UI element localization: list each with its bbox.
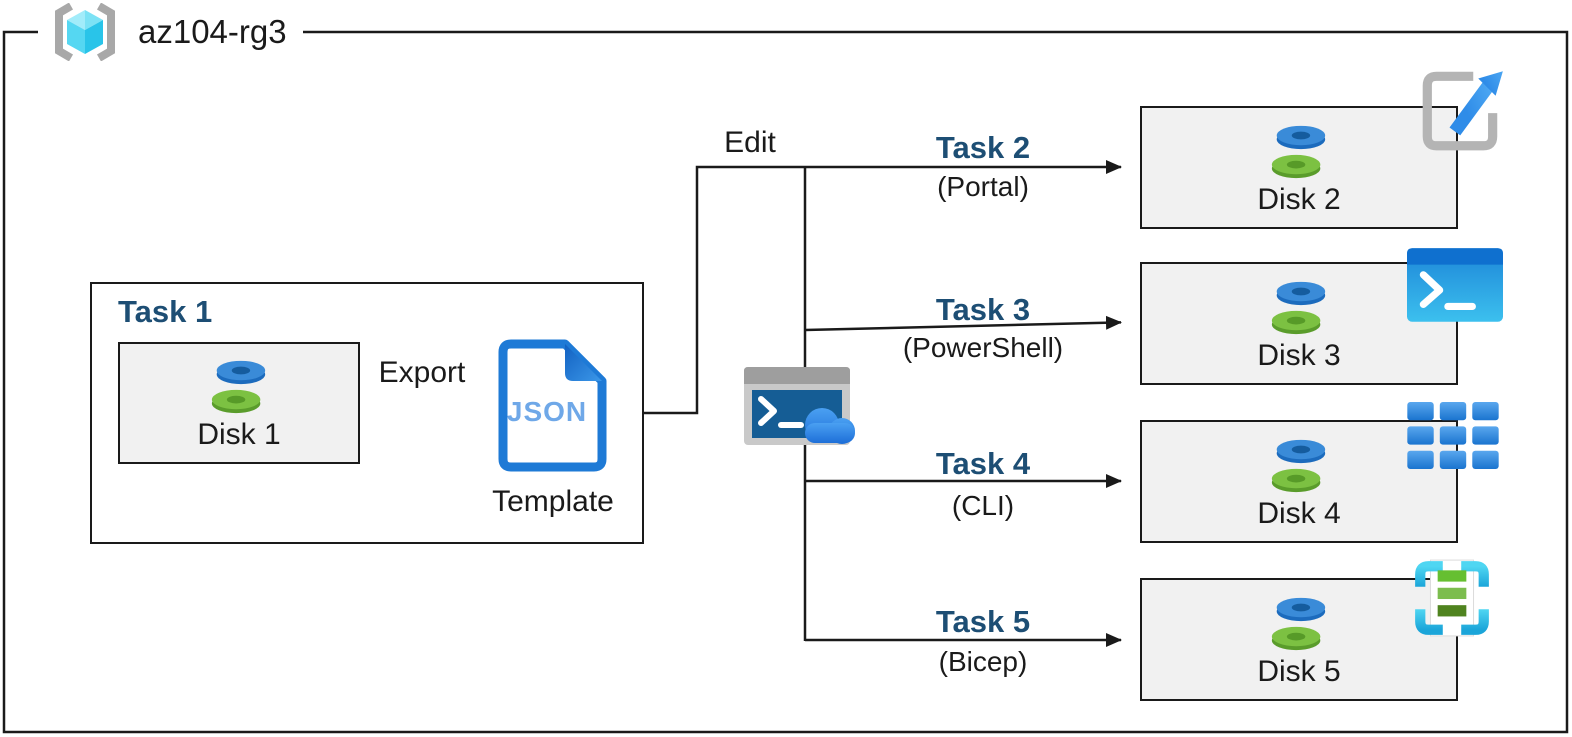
powershell-icon [1407, 248, 1503, 322]
task1-title: Task 1 [118, 294, 213, 329]
disk3-card: Disk 3 [1140, 262, 1458, 385]
task3-label: Task 3 [935, 292, 1031, 327]
json-file-text: JSON [506, 396, 588, 427]
task3-method-label: (PowerShell) [902, 332, 1064, 363]
task4-method-label: (CLI) [951, 490, 1015, 521]
disk2-card: Disk 2 [1140, 106, 1458, 229]
disk5-label: Disk 5 [1257, 654, 1341, 688]
cloud-shell-icon [744, 365, 864, 451]
disk1-card: Disk 1 [118, 342, 360, 464]
disk1-label: Disk 1 [197, 418, 281, 452]
azure-portal-launch-icon [1414, 62, 1508, 158]
disk2-label: Disk 2 [1257, 182, 1341, 216]
json-template-file-icon: JSON [495, 337, 609, 474]
resource-group-header: az104-rg3 [38, 2, 303, 62]
managed-disk-icon [1271, 439, 1326, 492]
cli-grid-icon [1407, 402, 1499, 469]
managed-disk-icon [1271, 597, 1326, 650]
export-label: Export [378, 356, 466, 389]
resource-group-name: az104-rg3 [138, 13, 287, 50]
task2-method-label: (Portal) [937, 171, 1029, 202]
arm-template-brackets-icon [1410, 556, 1494, 640]
task5-label: Task 5 [935, 604, 1031, 639]
template-caption: Template [492, 485, 614, 518]
managed-disk-icon [1271, 125, 1326, 178]
disk4-label: Disk 4 [1257, 496, 1341, 530]
azure-resource-group-icon [55, 3, 115, 61]
task2-label: Task 2 [935, 130, 1031, 165]
disk4-card: Disk 4 [1140, 420, 1458, 543]
disk3-label: Disk 3 [1257, 338, 1341, 372]
task4-label: Task 4 [935, 446, 1031, 481]
managed-disk-icon [211, 361, 266, 414]
edit-label: Edit [724, 126, 776, 159]
disk5-card: Disk 5 [1140, 578, 1458, 701]
task5-method-label: (Bicep) [938, 646, 1028, 677]
managed-disk-icon [1271, 281, 1326, 334]
